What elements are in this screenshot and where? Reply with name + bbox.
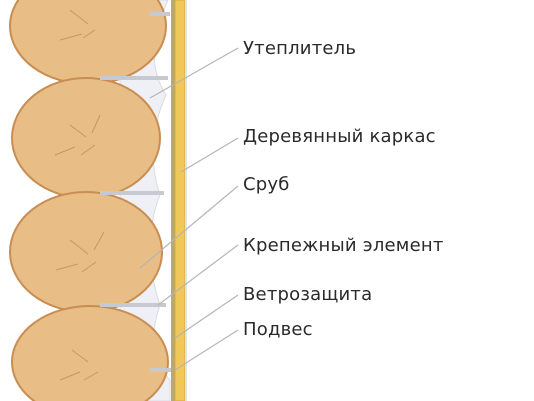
log-house [9, 0, 169, 401]
wind-barrier [171, 0, 175, 401]
leader-frame [180, 137, 239, 173]
label-wind-barrier: Ветрозащита [243, 284, 373, 305]
label-log-house: Сруб [243, 174, 290, 195]
leader-wind-barrier [174, 294, 239, 339]
fastener-4 [150, 12, 170, 16]
fastener-3 [100, 303, 166, 307]
log-4 [11, 305, 169, 401]
fastener-1 [100, 76, 168, 80]
fastener-5 [150, 368, 172, 372]
label-insulation: Утеплитель [243, 38, 357, 59]
wooden-frame [174, 0, 186, 401]
leader-fastener [157, 244, 239, 306]
leader-log-house [139, 185, 239, 269]
fastener-2 [100, 191, 164, 195]
leader-hanger [174, 329, 239, 371]
fasteners [100, 12, 172, 372]
label-hanger: Подвес [243, 319, 313, 340]
leader-lines [139, 47, 239, 371]
wood-grain [54, 9, 105, 381]
label-fastener: Крепежный элемент [243, 235, 444, 256]
label-wooden-frame: Деревянный каркас [243, 126, 436, 147]
log-2 [11, 77, 161, 199]
outer-edge [185, 0, 187, 401]
leader-insulation [149, 47, 239, 99]
